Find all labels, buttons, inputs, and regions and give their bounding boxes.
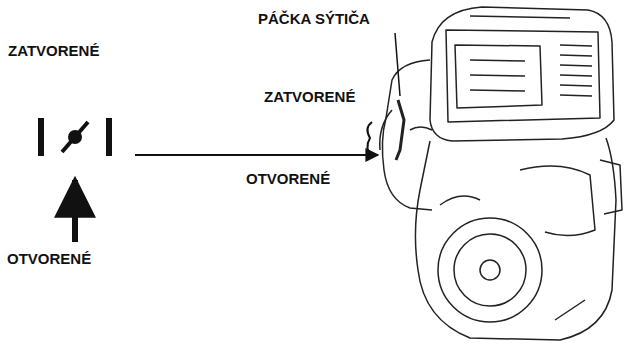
pointer-arrow [135, 154, 378, 156]
lever-bracket [367, 122, 372, 158]
position-label: OTVORENÉ [244, 170, 332, 188]
position-label: ZATVORENÉ [262, 88, 357, 106]
up-arrow [72, 180, 78, 242]
leader-line [395, 33, 400, 96]
engine-drawing [380, 7, 622, 340]
part-label: PÁČKA SÝTIČA [256, 10, 372, 28]
choke-symbol [38, 118, 112, 156]
position-label: ZATVORENÉ [6, 42, 101, 60]
position-label: OTVORENÉ [5, 250, 93, 268]
